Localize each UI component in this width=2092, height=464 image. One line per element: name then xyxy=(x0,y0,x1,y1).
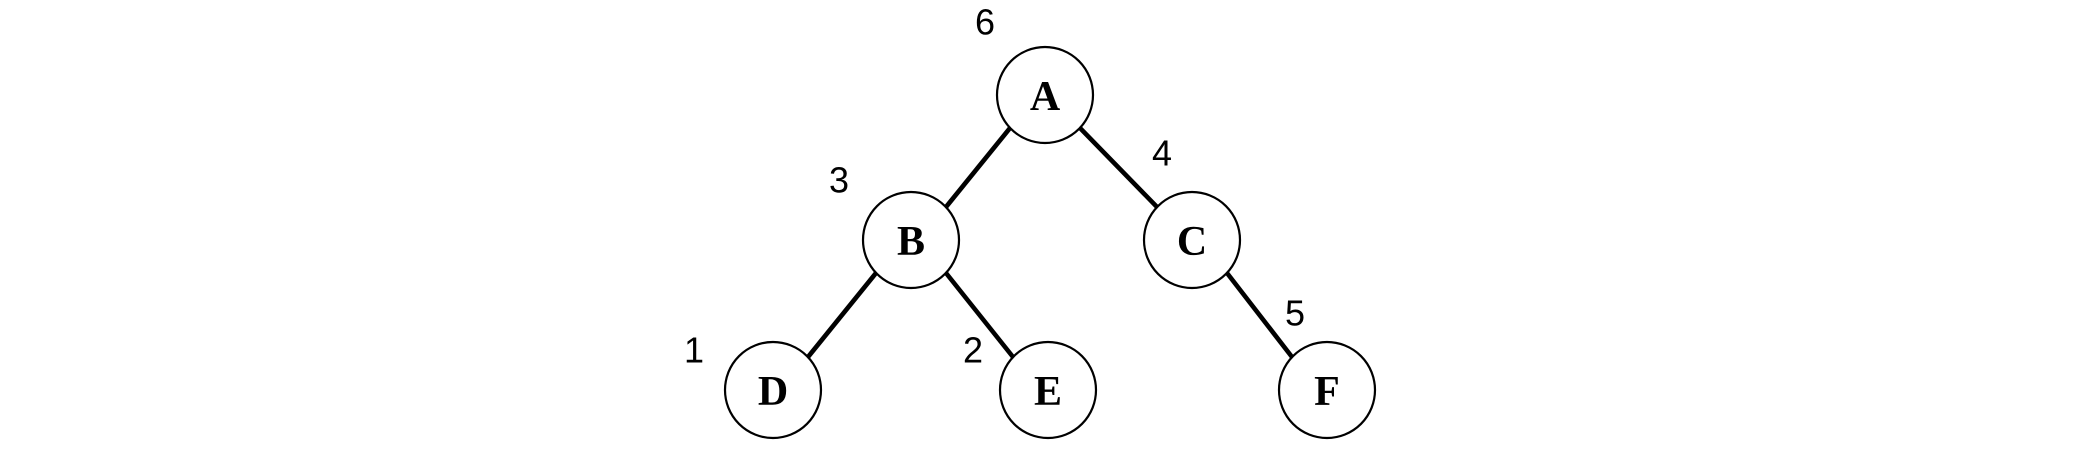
weight-label-f: 5 xyxy=(1285,293,1305,334)
node-label-a: A xyxy=(1030,74,1061,120)
edge-b-d xyxy=(806,271,878,359)
node-label-f: F xyxy=(1314,369,1340,415)
tree-node-b[interactable]: B xyxy=(861,190,961,290)
node-circle-e[interactable] xyxy=(998,340,1098,440)
weight-label-group: 6 3 4 1 2 5 xyxy=(684,2,1305,371)
tree-node-e[interactable]: E xyxy=(998,340,1098,440)
edge-group xyxy=(806,126,1294,359)
weight-label-e: 2 xyxy=(963,330,983,371)
tree-node-a[interactable]: A xyxy=(995,45,1095,145)
node-circle-c[interactable] xyxy=(1142,190,1242,290)
node-circle-a[interactable] xyxy=(995,45,1095,145)
weight-label-b: 3 xyxy=(829,160,849,201)
node-circle-b[interactable] xyxy=(861,190,961,290)
edge-b-e xyxy=(944,271,1015,359)
node-label-b: B xyxy=(897,219,925,265)
tree-node-f[interactable]: F xyxy=(1277,340,1377,440)
edge-a-b xyxy=(944,126,1012,209)
edge-a-c xyxy=(1078,126,1159,209)
weight-label-a: 6 xyxy=(975,2,995,43)
node-group: A B C D E F xyxy=(723,45,1377,440)
node-circle-f[interactable] xyxy=(1277,340,1377,440)
node-label-d: D xyxy=(758,369,788,415)
edge-c-f xyxy=(1225,271,1294,359)
tree-node-d[interactable]: D xyxy=(723,340,823,440)
weight-label-c: 4 xyxy=(1152,133,1172,174)
weight-label-d: 1 xyxy=(684,330,704,371)
node-circle-d[interactable] xyxy=(723,340,823,440)
node-label-e: E xyxy=(1034,369,1062,415)
node-label-c: C xyxy=(1177,219,1207,265)
tree-node-c[interactable]: C xyxy=(1142,190,1242,290)
